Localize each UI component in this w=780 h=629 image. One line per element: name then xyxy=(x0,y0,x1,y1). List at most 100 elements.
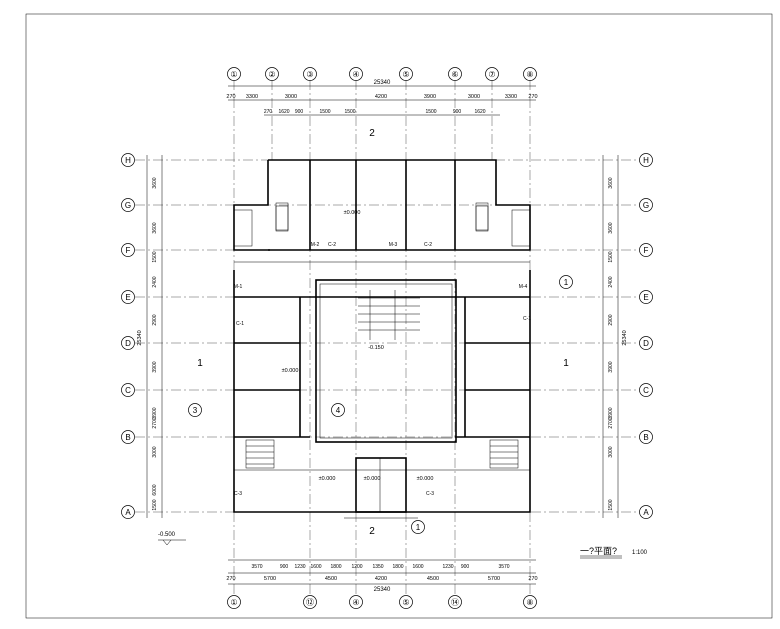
window-label-2: C-2 xyxy=(424,242,432,248)
dim-bottom-row2-2: 4500 xyxy=(325,576,337,582)
stairs xyxy=(245,205,519,469)
axis-bottom-1: ⑫ xyxy=(306,598,314,607)
dim-top-total: 25340 xyxy=(374,80,391,86)
dim-left-0: 3600 xyxy=(152,177,158,188)
dim-top-row1-4: 3900 xyxy=(424,94,436,100)
dim-top-row2-3: 1500 xyxy=(319,109,330,115)
axis-bottom-4: ⑭ xyxy=(451,598,459,607)
axis-left-3: E xyxy=(125,293,130,302)
callout-3: 1 xyxy=(416,523,421,532)
callout-3-circle xyxy=(411,520,425,534)
window-label-1: C-2 xyxy=(328,242,336,248)
level-label-3: ±0.000 xyxy=(364,476,381,482)
axis-top-0-circle xyxy=(227,67,241,81)
axis-bottom-4-circle xyxy=(448,595,462,609)
dim-right-3: 2400 xyxy=(608,276,614,287)
dim-top-row2-4: 1500 xyxy=(344,109,355,115)
dim-bottom-row1-1: 900 xyxy=(280,564,289,570)
dim-top-row1-1: 3300 xyxy=(246,94,258,100)
dim-bottom-row1-9: 1230 xyxy=(442,564,453,570)
axis-right-6-circle xyxy=(639,430,653,444)
window-label-0: C-1 xyxy=(236,321,244,327)
axis-top-5-circle xyxy=(448,67,462,81)
dim-bottom-row1-7: 1800 xyxy=(392,564,403,570)
level-note: -0.500 xyxy=(158,532,176,538)
axis-left-0: H xyxy=(125,156,131,165)
axis-bottom-0: ① xyxy=(230,598,237,607)
dim-bottom-row2-0: 270 xyxy=(226,576,235,582)
axis-top-4: ⑤ xyxy=(402,70,409,79)
dim-left-6: 3900 xyxy=(152,407,158,418)
dim-top-row1-3: 4200 xyxy=(375,94,387,100)
central-courtyard xyxy=(315,279,457,443)
dim-top-row1-0: 270 xyxy=(226,94,235,100)
dim-right-8: 3000 xyxy=(608,446,614,457)
axis-top-7: ⑧ xyxy=(526,70,533,79)
axis-right-4: D xyxy=(643,339,649,348)
callout-1: 3 xyxy=(193,406,198,415)
level-label-5: ±0.000 xyxy=(417,476,434,482)
dim-bottom-row2-4: 4500 xyxy=(427,576,439,582)
section-mark-1: 1 xyxy=(197,358,203,369)
axis-left-6-circle xyxy=(121,430,135,444)
dim-bottom-row2-1: 5700 xyxy=(264,576,276,582)
axis-right-1-circle xyxy=(639,198,653,212)
vertical-axis-lines xyxy=(233,80,531,594)
dimension-lines xyxy=(146,85,619,585)
drawing-scale: 1:100 xyxy=(632,550,648,556)
axis-top-1-circle xyxy=(265,67,279,81)
dim-bottom-row1-2: 1230 xyxy=(294,564,305,570)
level-label-2: ±0.000 xyxy=(319,476,336,482)
dim-left-1: 3600 xyxy=(152,222,158,233)
dim-left-2: 1500 xyxy=(152,251,158,262)
axis-left-0-circle xyxy=(121,153,135,167)
axis-right-0: H xyxy=(643,156,649,165)
dim-top-row2-7: 1620 xyxy=(474,109,485,115)
axis-right-4-circle xyxy=(639,336,653,350)
dim-right-9: 1500 xyxy=(608,499,614,510)
dim-top-row2-5: 1500 xyxy=(425,109,436,115)
dim-bottom-row2-3: 4200 xyxy=(375,576,387,582)
dim-right-1: 3600 xyxy=(608,222,614,233)
axis-top-2-circle xyxy=(303,67,317,81)
door-label-2: M-3 xyxy=(389,242,398,248)
axis-left-2: F xyxy=(126,246,131,255)
axis-right-0-circle xyxy=(639,153,653,167)
callout-0-circle xyxy=(559,275,573,289)
axis-top-6: ⑦ xyxy=(488,70,495,79)
dim-top-row2-1: 1620 xyxy=(278,109,289,115)
dim-left-3: 2400 xyxy=(152,276,158,287)
dim-top-row1-7: 270 xyxy=(528,94,537,100)
axis-top-7-circle xyxy=(523,67,537,81)
dim-left-total: 25340 xyxy=(137,330,143,345)
callout-1-circle xyxy=(188,403,202,417)
axis-bottom-3-circle xyxy=(399,595,413,609)
axis-right-5: C xyxy=(643,386,649,395)
dim-top-row2-0: 270 xyxy=(264,109,273,115)
dim-right-6: 3900 xyxy=(608,407,614,418)
dim-bottom-row1-8: 1600 xyxy=(412,564,423,570)
dim-right-0: 3600 xyxy=(608,177,614,188)
dim-right-7: 2700 xyxy=(608,417,614,428)
section-mark-0: 2 xyxy=(369,128,375,139)
door-label-1: M-2 xyxy=(311,242,320,248)
axis-bottom-1-circle xyxy=(303,595,317,609)
dim-right-5: 3900 xyxy=(608,361,614,372)
axis-left-4-circle xyxy=(121,336,135,350)
window-label-3: C-1 xyxy=(523,316,531,322)
dim-right-total: 25340 xyxy=(622,330,628,345)
axis-left-7: A xyxy=(125,508,131,517)
axis-right-5-circle xyxy=(639,383,653,397)
axis-bottom-5: ⑧ xyxy=(526,598,533,607)
outer-walls xyxy=(233,159,531,513)
axis-top-2: ③ xyxy=(306,70,313,79)
dim-right-2: 1500 xyxy=(608,251,614,262)
dim-left-5: 3900 xyxy=(152,361,158,372)
axis-left-1-circle xyxy=(121,198,135,212)
drawing-title: 一?平面? xyxy=(580,546,617,556)
sheet-border xyxy=(25,13,773,619)
axis-left-3-circle xyxy=(121,290,135,304)
dim-left-9: 6000 xyxy=(152,484,158,495)
